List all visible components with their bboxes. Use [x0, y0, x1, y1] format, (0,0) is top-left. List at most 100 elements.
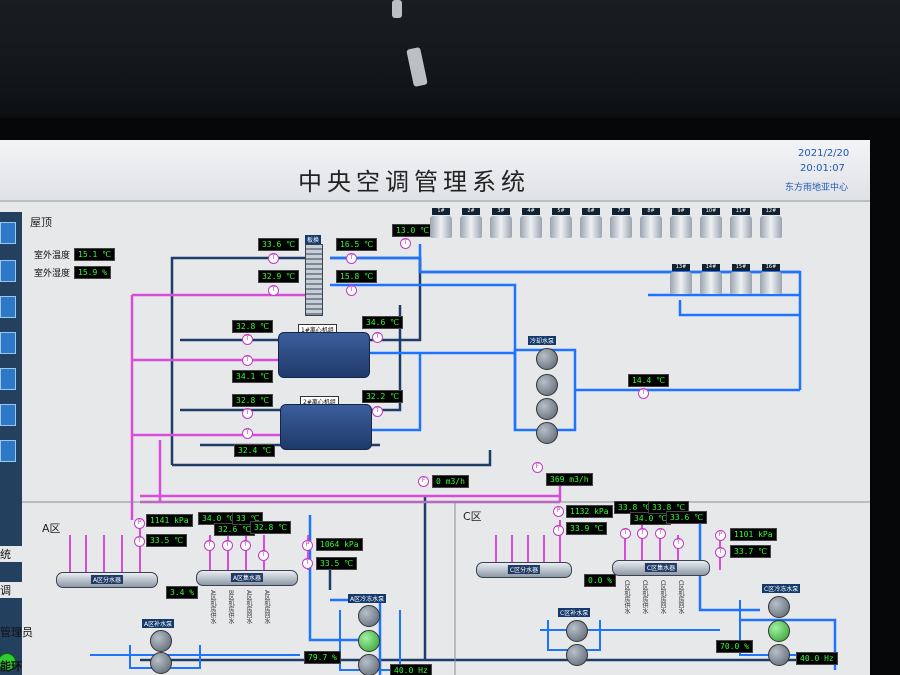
sensor-node[interactable]: T	[715, 547, 726, 558]
tower-label: 14#	[702, 264, 720, 271]
sensor-node[interactable]: P	[134, 518, 145, 529]
zone-c-chw-pump-2[interactable]	[768, 620, 790, 642]
cooling-tower-11[interactable]: 11#	[728, 208, 754, 242]
cooling-tower-12[interactable]: 12#	[758, 208, 784, 242]
zone-a-makeup-pump-1[interactable]	[150, 630, 172, 652]
tower-label: 5#	[552, 208, 570, 215]
sensor-node[interactable]: T	[242, 428, 253, 439]
chiller-2[interactable]	[280, 404, 372, 450]
cooling-tower-4[interactable]: 4#	[518, 208, 544, 242]
sensor-node[interactable]: T	[240, 540, 251, 551]
cooling-tower-14[interactable]: 14#	[698, 264, 724, 298]
sensor-node[interactable]: T	[620, 528, 631, 539]
nav-button-1[interactable]	[0, 222, 16, 244]
nav-button-4[interactable]	[0, 332, 16, 354]
cooling-tower-3[interactable]: 3#	[488, 208, 514, 242]
cooling-tower-1[interactable]: 1#	[428, 208, 454, 242]
cooling-tower-8[interactable]: 8#	[638, 208, 664, 242]
tower-label: 11#	[732, 208, 750, 215]
sensor-node[interactable]: T	[673, 538, 684, 549]
nav-button-5[interactable]	[0, 368, 16, 390]
sensor-node[interactable]: T	[242, 334, 253, 345]
cooling-tower-7[interactable]: 7#	[608, 208, 634, 242]
zone-c-chw-pump-1[interactable]	[768, 596, 790, 618]
tower-label: 1#	[432, 208, 450, 215]
sensor-node[interactable]: P	[302, 540, 313, 551]
zone-a-col-tank[interactable]: A区集水器	[196, 570, 298, 586]
zone-a-branch-1: A区机房供水	[209, 590, 216, 625]
zone-a-chw-pump-2[interactable]	[358, 630, 380, 652]
zone-c-col-tank[interactable]: C区集水器	[612, 560, 710, 576]
chiller-2-chw-temp: 32.2 ℃	[362, 390, 404, 403]
sensor-node[interactable]: T	[553, 525, 564, 536]
sensor-node[interactable]: T	[268, 285, 279, 296]
cooling-tower-10[interactable]: 10#	[698, 208, 724, 242]
sensor-node[interactable]: T	[638, 388, 649, 399]
cooling-tower-15[interactable]: 15#	[728, 264, 754, 298]
zone-a-makeup-label: A区补水泵	[142, 619, 175, 628]
sensor-node[interactable]: T	[258, 550, 269, 561]
sensor-node[interactable]: T	[134, 536, 145, 547]
zone-c-makeup-pump-1[interactable]	[566, 620, 588, 642]
zone-c-makeup-pump-2[interactable]	[566, 644, 588, 666]
nav-label-2[interactable]: 调	[0, 582, 22, 598]
chiller-1-chw-temp: 34.6 ℃	[362, 316, 404, 329]
plate-heat-exchanger[interactable]	[305, 244, 323, 316]
sensor-node[interactable]: T	[372, 332, 383, 343]
zone-a-chw-pump-3[interactable]	[358, 654, 380, 675]
chiller-2-in-temp: 32.8 ℃	[232, 394, 274, 407]
zone-c-branch-2: C区机房供水	[641, 580, 648, 615]
sensor-node[interactable]: T	[268, 253, 279, 264]
tower-label: 15#	[732, 264, 750, 271]
zone-a-makeup-pump-2[interactable]	[150, 652, 172, 674]
sensor-node[interactable]: T	[242, 355, 253, 366]
zone-a-right-pressure: 1064 kPa	[316, 538, 363, 551]
zone-a-supply-temp: 33.5 ℃	[146, 534, 188, 547]
zone-c-branch-temp-4: 33.6 ℃	[666, 511, 708, 524]
cooling-pump-2[interactable]	[536, 374, 558, 396]
cooling-tower-2[interactable]: 2#	[458, 208, 484, 242]
cooling-tower-5[interactable]: 5#	[548, 208, 574, 242]
tank-label: C区集水器	[644, 563, 678, 572]
tower-label: 7#	[612, 208, 630, 215]
sensor-node[interactable]: T	[400, 238, 411, 249]
cooling-tower-16[interactable]: 16#	[758, 264, 784, 298]
nav-button-7[interactable]	[0, 440, 16, 462]
nav-button-6[interactable]	[0, 404, 16, 426]
nav-label-1[interactable]: 统	[0, 546, 22, 562]
scada-screen: 中央空调管理系统 2021/2/20 20:01:07 东方雨地亚中心 统 调 …	[0, 140, 870, 675]
sensor-node[interactable]: T	[302, 558, 313, 569]
sensor-node[interactable]: T	[346, 285, 357, 296]
nav-button-2[interactable]	[0, 260, 16, 282]
sensor-node[interactable]: P	[715, 530, 726, 541]
nav-button-3[interactable]	[0, 296, 16, 318]
zone-a-valve: 3.4 %	[166, 586, 199, 599]
cooling-pump-3[interactable]	[536, 398, 558, 420]
flow-node[interactable]: F	[418, 476, 429, 487]
cooling-pump-4[interactable]	[536, 422, 558, 444]
sensor-node[interactable]: T	[222, 540, 233, 551]
sensor-node[interactable]: T	[204, 540, 215, 551]
flow-node[interactable]: F	[532, 462, 543, 473]
chiller-1[interactable]	[278, 332, 370, 378]
left-nav: 统 调	[0, 212, 22, 675]
zone-a-sep-tank[interactable]: A区分水器	[56, 572, 158, 588]
cooling-tower-9[interactable]: 9#	[668, 208, 694, 242]
zone-c-sep-tank[interactable]: C区分水器	[476, 562, 572, 578]
zone-a-branch-2: B区机房供水	[227, 590, 234, 625]
sensor-node[interactable]: T	[655, 528, 666, 539]
sensor-node[interactable]: T	[346, 253, 357, 264]
zone-a-chw-pump-1[interactable]	[358, 605, 380, 627]
sensor-node[interactable]: P	[553, 506, 564, 517]
sensor-node[interactable]: T	[242, 408, 253, 419]
cooling-pump-1[interactable]	[536, 348, 558, 370]
outdoor-temp: 15.1 ℃	[74, 248, 116, 261]
sensor-node[interactable]: T	[372, 406, 383, 417]
zone-c-pressure: 1132 kPa	[566, 505, 613, 518]
admin-label[interactable]: 管理员	[0, 626, 33, 639]
zone-c-chw-pump-3[interactable]	[768, 644, 790, 666]
cooling-tower-6[interactable]: 6#	[578, 208, 604, 242]
cooling-tower-13[interactable]: 13#	[668, 264, 694, 298]
sensor-node[interactable]: T	[637, 528, 648, 539]
zone-c-right-pressure: 1101 kPa	[730, 528, 777, 541]
